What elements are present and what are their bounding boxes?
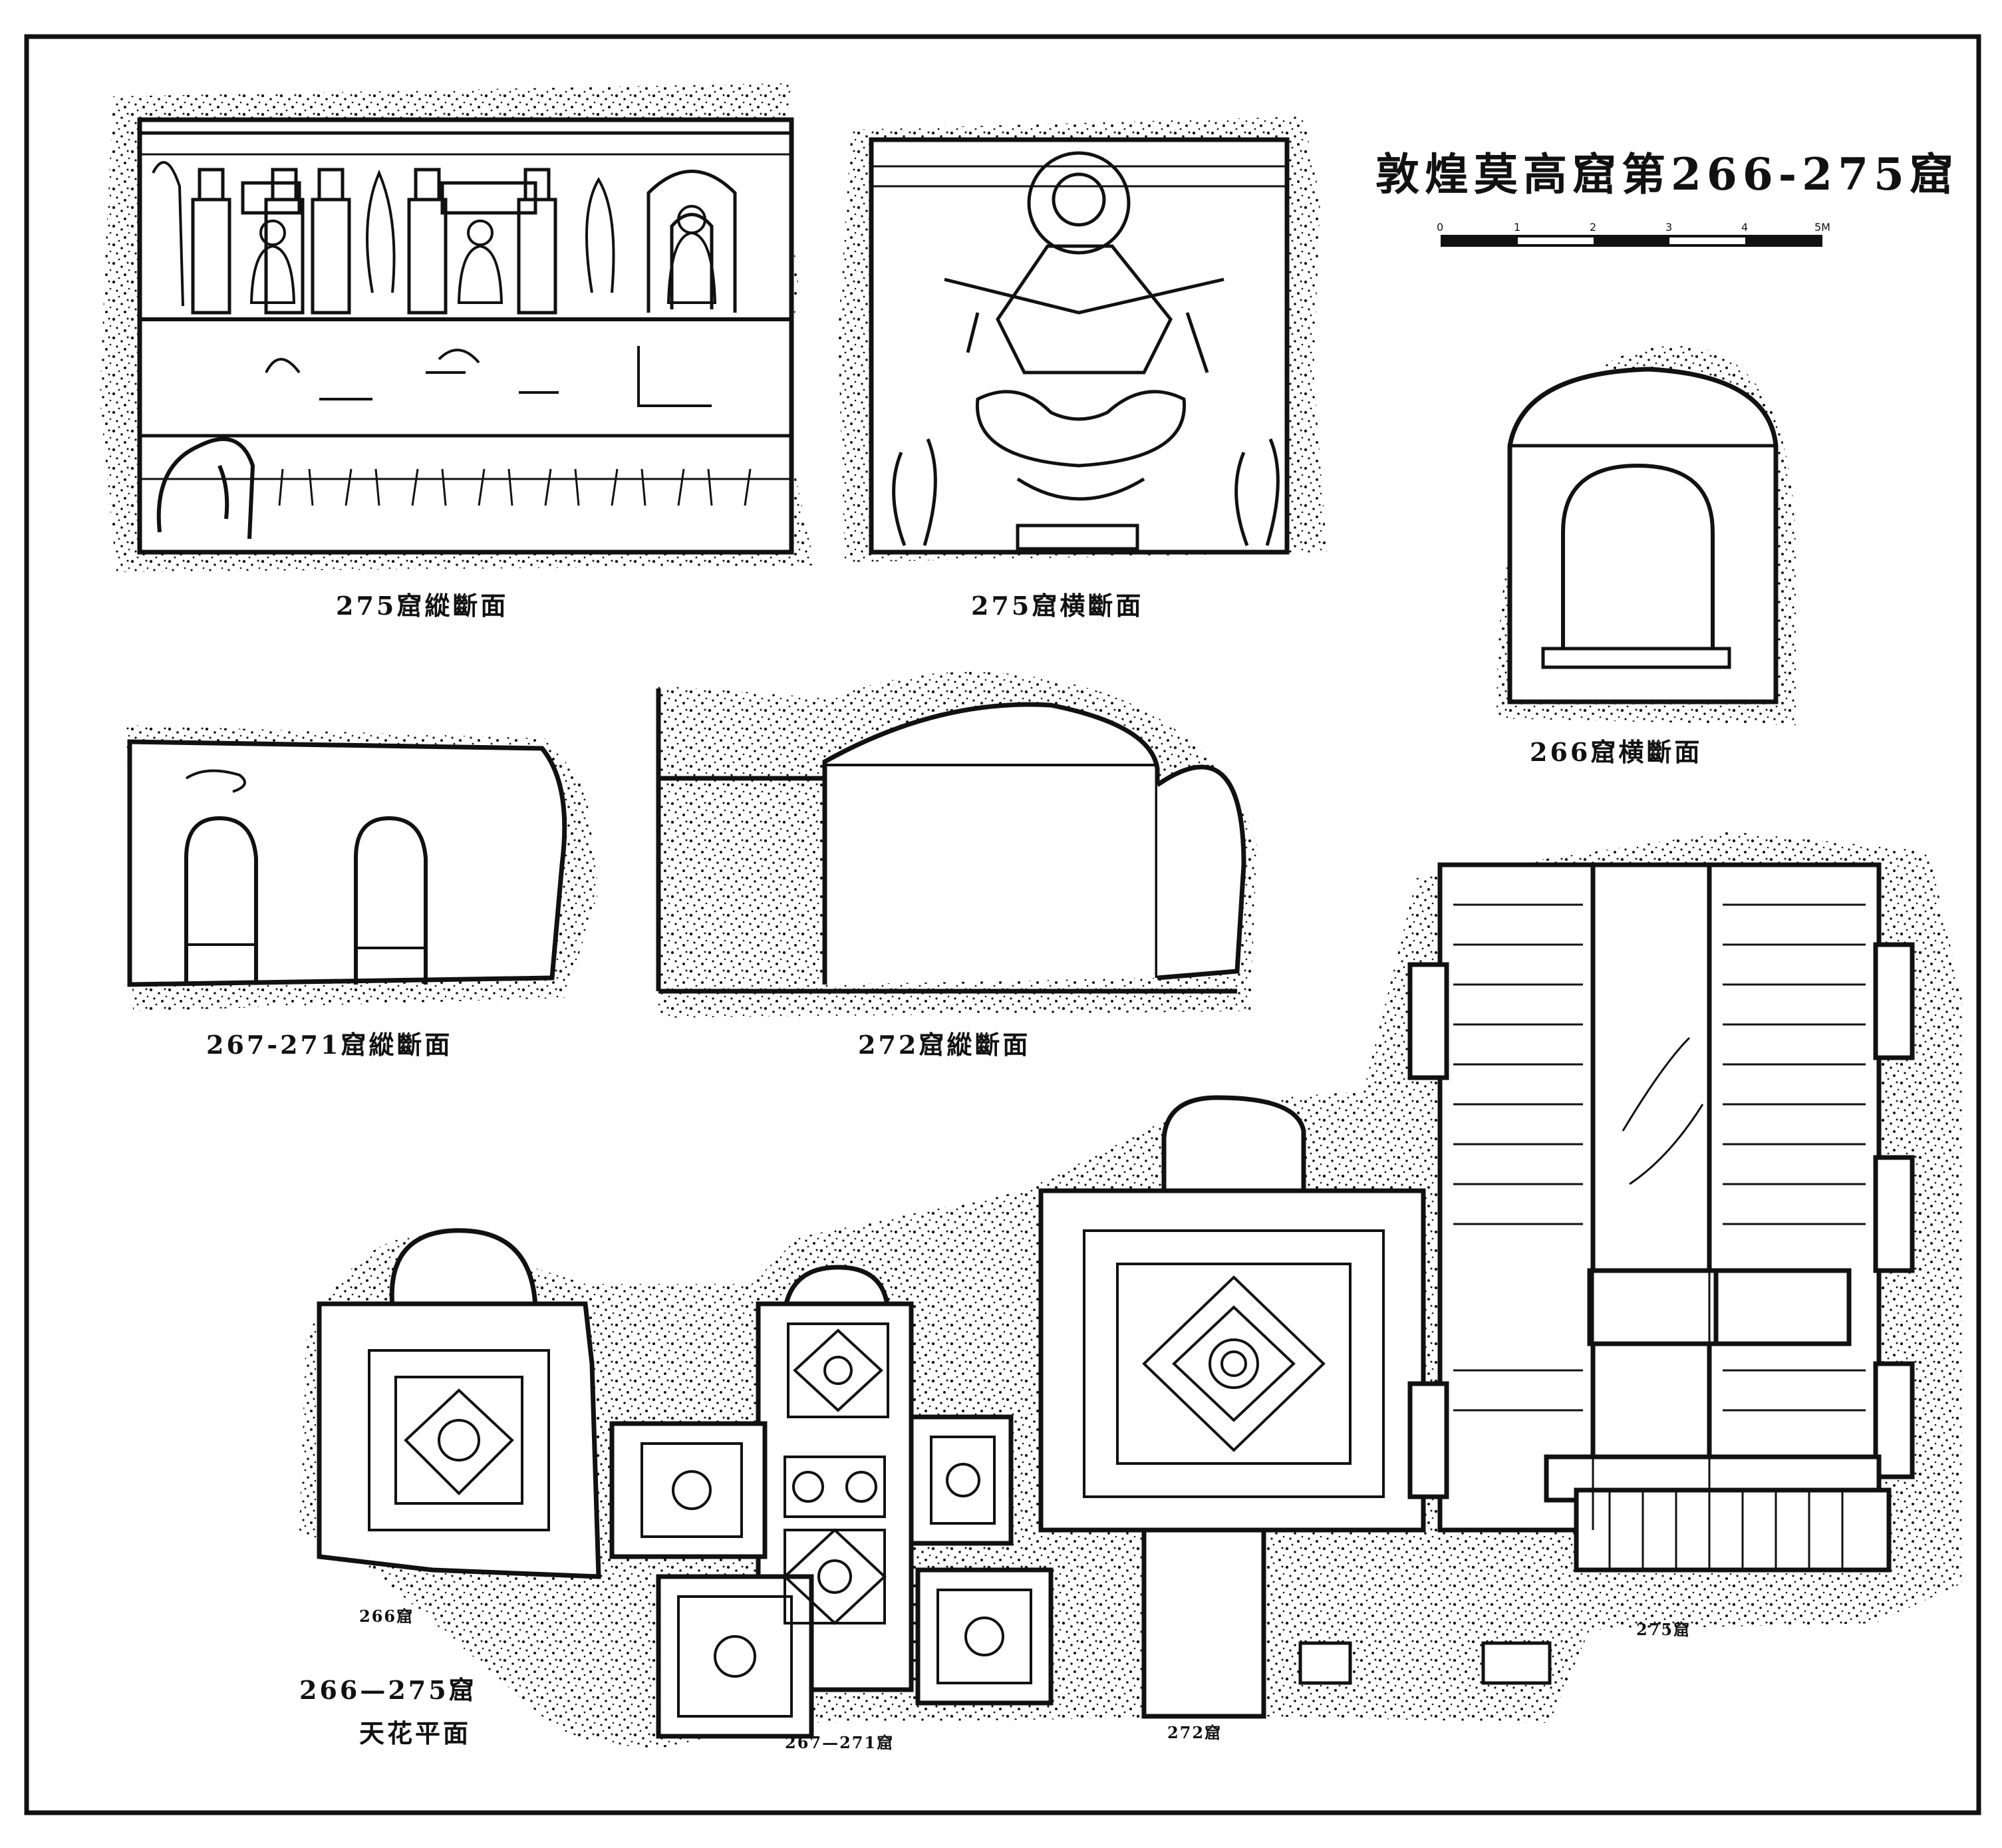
outer-border bbox=[24, 34, 1981, 1815]
plan-label-275: 275窟 bbox=[1636, 1620, 1691, 1639]
plan-caption-line1: 266—275窟 bbox=[299, 1675, 477, 1705]
caption-272-longitudinal: 272窟縱斷面 bbox=[858, 1030, 1031, 1060]
scale-tick-5: 5M bbox=[1814, 221, 1830, 233]
caption-267-271-longitudinal: 267-271窟縱斷面 bbox=[206, 1030, 453, 1060]
section-266-cross bbox=[1497, 346, 1796, 725]
scale-bar bbox=[1441, 235, 1822, 247]
ceiling-plan bbox=[299, 832, 1962, 1750]
caption-266-cross: 266窟横斷面 bbox=[1530, 737, 1703, 767]
plan-caption-line2: 天花平面 bbox=[359, 1718, 472, 1748]
plan-label-272: 272窟 bbox=[1167, 1723, 1222, 1742]
section-275-cross bbox=[838, 116, 1327, 562]
plan-label-266: 266窟 bbox=[359, 1607, 414, 1626]
caption-275-longitudinal: 275窟縱斷面 bbox=[336, 591, 509, 621]
section-267-271-longitudinal bbox=[126, 725, 599, 1011]
scale-tick-3: 3 bbox=[1665, 221, 1673, 233]
section-275-longitudinal bbox=[100, 83, 815, 572]
plan-label-267-271: 267—271窟 bbox=[785, 1733, 895, 1752]
drawing-title: 敦煌莫高窟第266-275窟 bbox=[1375, 148, 1959, 200]
scale-tick-4: 4 bbox=[1741, 221, 1749, 233]
scale-tick-2: 2 bbox=[1590, 221, 1597, 233]
caption-275-cross: 275窟横斷面 bbox=[971, 591, 1144, 621]
section-272-longitudinal bbox=[655, 672, 1257, 1018]
scale-tick-0: 0 bbox=[1437, 221, 1444, 233]
scale-tick-1: 1 bbox=[1514, 221, 1521, 233]
